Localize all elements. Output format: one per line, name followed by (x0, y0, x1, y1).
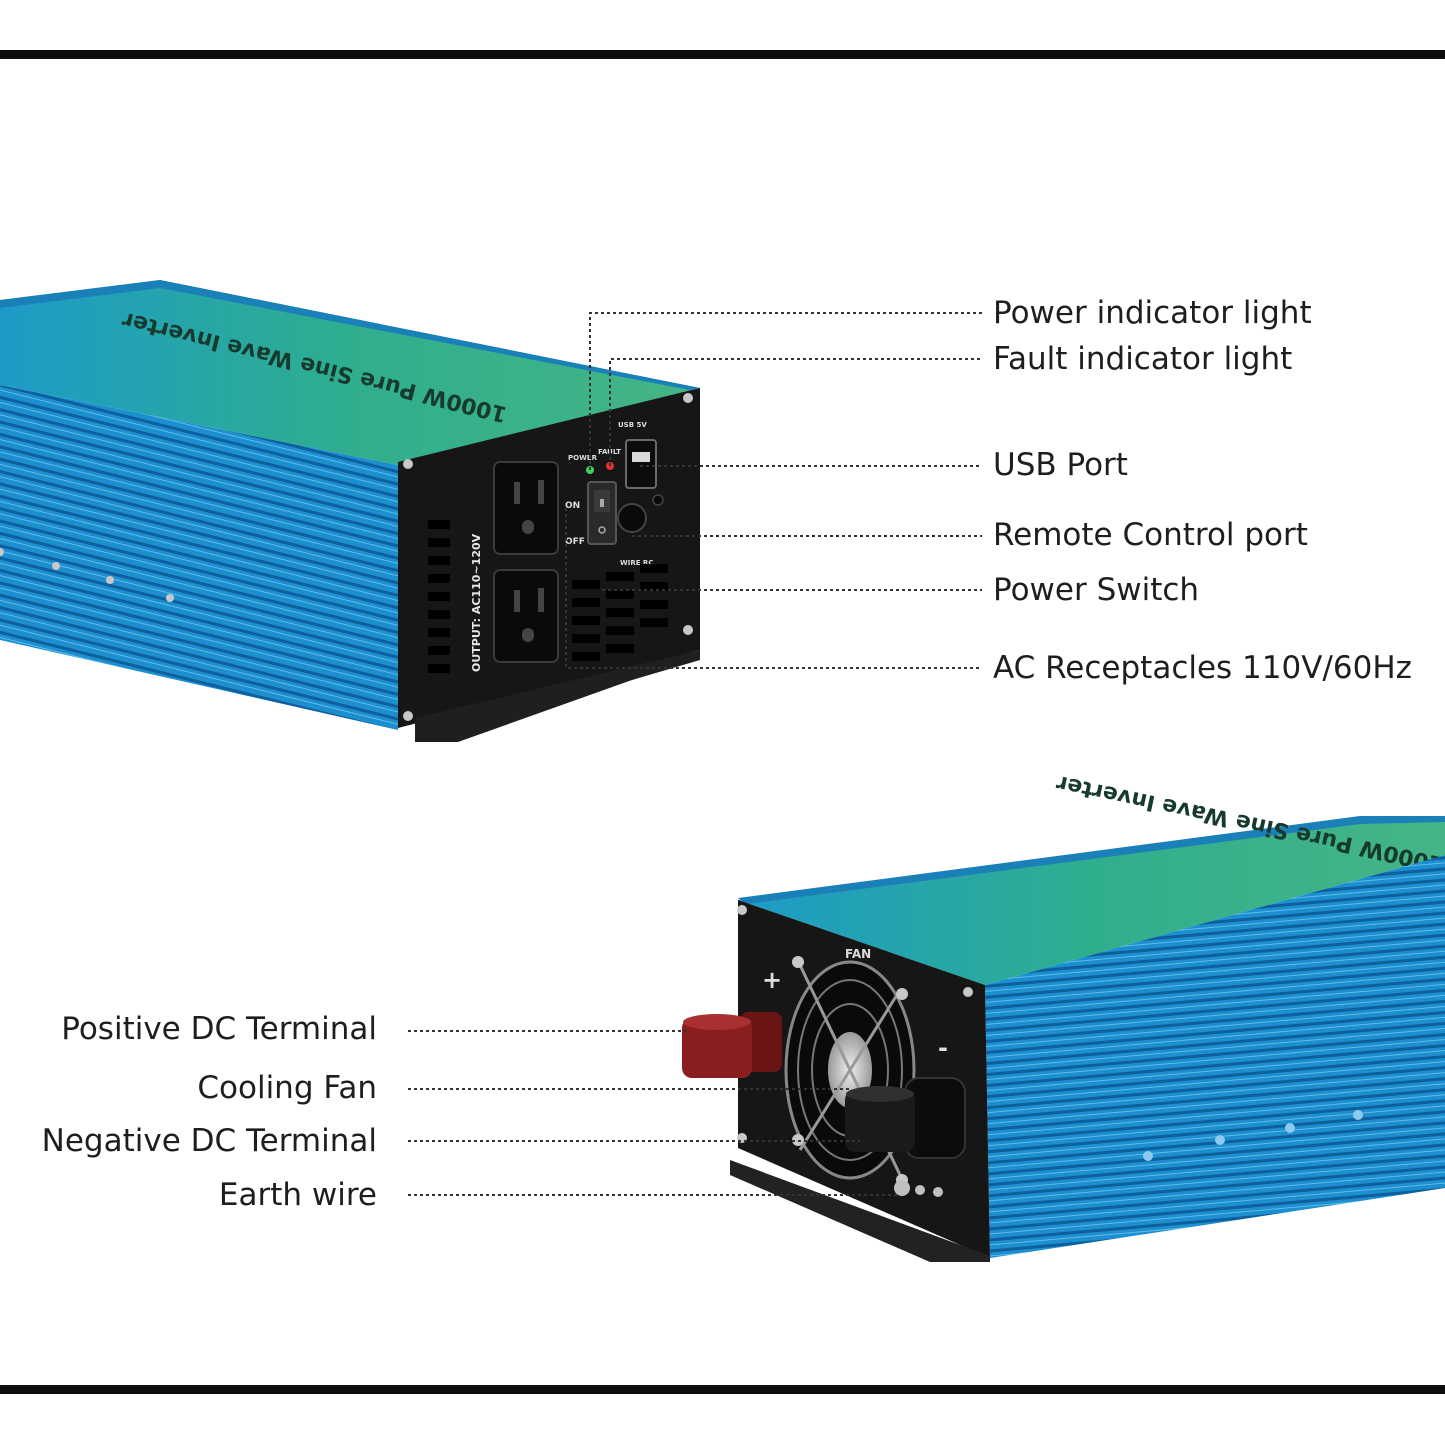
callout-positive-dc-terminal: Positive DC Terminal (61, 1011, 377, 1047)
leader-power-indicator (589, 312, 982, 470)
fan-label: FAN (845, 947, 871, 961)
positive-sign-label: + (762, 966, 782, 994)
callout-fault-indicator-light: Fault indicator light (993, 341, 1293, 377)
top-front-vents (572, 564, 668, 661)
top-inverter: 1000W Pure Sine Wave Inverter OUTPUT: AC… (0, 280, 700, 742)
callout-power-switch: Power Switch (993, 572, 1200, 608)
usb-port (625, 439, 657, 489)
top-side-vents (428, 520, 450, 673)
bottom-frame-bar (0, 1385, 1445, 1394)
remote-control-port (617, 503, 647, 533)
callout-earth-wire: Earth wire (218, 1177, 377, 1213)
negative-sign-label: - (938, 1034, 948, 1062)
callout-negative-dc-terminal: Negative DC Terminal (41, 1123, 377, 1159)
bottom-inverter-side (985, 855, 1445, 1258)
positive-dc-terminal (682, 1012, 782, 1078)
switch-off-label: OFF (565, 537, 585, 547)
bottom-inverter-top-face (738, 818, 1445, 985)
bottom-inverter: 1000W Pure Sine Wave Inverter FAN + - (682, 770, 1445, 1262)
callout-ac-receptacles: AC Receptacles 110V/60Hz (993, 650, 1412, 686)
leader-lines (408, 312, 982, 1196)
power-light-label: POWER (568, 454, 598, 462)
leader-fault-indicator (609, 358, 982, 466)
callout-cooling-fan: Cooling Fan (197, 1070, 377, 1106)
top-inverter-top-face (0, 280, 700, 465)
callout-usb-port: USB Port (993, 447, 1128, 483)
earth-wire-terminal (894, 1180, 943, 1197)
ac-receptacle-upper (493, 461, 559, 555)
negative-dc-terminal (845, 1077, 966, 1159)
usb-label: USB 5V (618, 421, 647, 429)
callout-remote-control-port: Remote Control port (993, 517, 1308, 553)
wire-rc-label: WIRE RC (620, 559, 653, 567)
top-frame-bar (0, 50, 1445, 59)
switch-on-label: ON (565, 501, 580, 511)
output-label: OUTPUT: AC110~120V (470, 533, 483, 672)
ac-receptacle-lower (493, 569, 559, 663)
callout-power-indicator-light: Power indicator light (993, 295, 1312, 331)
top-inverter-side (0, 385, 398, 730)
top-front-panel (398, 388, 700, 728)
